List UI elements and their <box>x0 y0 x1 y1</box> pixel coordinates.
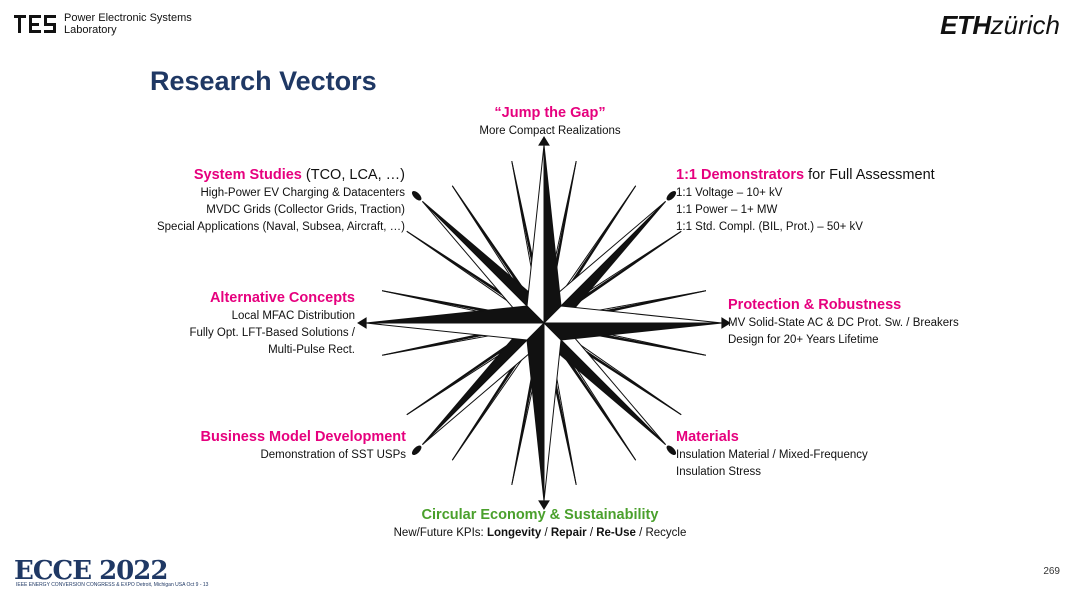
vector-northwest-heading: System Studies <box>193 167 302 183</box>
kpi-separator: / <box>635 527 646 539</box>
vector-northwest-heading-suffix: (TCO, LCA, …) <box>301 167 405 183</box>
rose-cardinal-spoke <box>543 144 562 325</box>
vector-south-heading: Circular Economy & Sustainability <box>421 507 659 523</box>
rose-cardinal-spoke <box>365 322 546 341</box>
lab-name-line2: Laboratory <box>64 24 117 36</box>
vector-northeast: 1:1 Demonstrators for Full Assessment 1:… <box>676 166 976 236</box>
vector-west: Alternative Concepts Local MFAC Distribu… <box>120 289 355 359</box>
vector-east: Protection & Robustness MV Solid-State A… <box>728 296 1028 349</box>
kpi-separator: / <box>586 527 597 539</box>
vector-north-line: More Compact Realizations <box>479 125 621 137</box>
vector-southwest-heading: Business Model Development <box>200 429 406 445</box>
kpi-reuse: Re-Use <box>596 527 636 539</box>
eth-logo: ETHzürich <box>940 10 1060 41</box>
rose-cardinal-spoke <box>365 305 546 324</box>
rose-cardinal-spoke <box>542 322 723 341</box>
kpi-separator: / <box>541 527 551 539</box>
rose-diagonal-spoke <box>543 321 666 445</box>
conference-subtitle: IEEE ENERGY CONVERSION CONGRESS & EXPO D… <box>16 582 209 588</box>
vector-west-heading: Alternative Concepts <box>209 290 355 306</box>
vector-northeast-line: 1:1 Std. Compl. (BIL, Prot.) – 50+ kV <box>676 221 863 233</box>
rose-cardinal-tip <box>357 317 367 329</box>
rose-cardinal-spoke <box>543 321 562 502</box>
vector-southeast-line: Insulation Stress <box>676 466 762 478</box>
vector-east-heading: Protection & Robustness <box>728 297 902 313</box>
page-title: Research Vectors <box>150 66 377 96</box>
kpi-recycle: Recycle <box>645 527 687 539</box>
rose-cardinal-spoke <box>526 321 545 502</box>
vector-northwest: System Studies (TCO, LCA, …) High-Power … <box>100 166 405 236</box>
rose-cardinal-tip <box>538 500 550 510</box>
rose-diagonal-spoke <box>422 201 545 325</box>
vector-northeast-heading: 1:1 Demonstrators <box>676 167 805 183</box>
vector-northeast-line: 1:1 Power – 1+ MW <box>676 204 778 216</box>
kpi-prefix: New/Future KPIs: <box>393 527 487 539</box>
vector-northwest-line: MVDC Grids (Collector Grids, Traction) <box>206 204 405 216</box>
page-number: 269 <box>1043 566 1060 577</box>
conference-logo: ECCE 2022 <box>14 556 184 586</box>
rose-spoke-tip <box>411 190 422 201</box>
vector-north: “Jump the Gap” More Compact Realizations <box>440 104 660 140</box>
eth-logo-rest: zürich <box>990 10 1060 40</box>
vector-southwest: Business Model Development Demonstration… <box>120 428 406 464</box>
vector-northeast-line: 1:1 Voltage – 10+ kV <box>676 187 783 199</box>
vector-west-line: Multi-Pulse Rect. <box>268 344 355 356</box>
rose-spoke-tip <box>666 445 677 456</box>
rose-cardinal-tip <box>721 317 731 329</box>
rose-spoke-tip <box>411 445 422 456</box>
vector-southeast-line: Insulation Material / Mixed-Frequency <box>676 449 868 461</box>
vector-east-line: MV Solid-State AC & DC Prot. Sw. / Break… <box>728 317 959 329</box>
lab-name-line1: Power Electronic Systems <box>64 12 192 24</box>
rose-spoke-tip <box>666 190 677 201</box>
vector-northwest-line: Special Applications (Naval, Subsea, Air… <box>156 221 405 233</box>
vector-north-heading: “Jump the Gap” <box>494 105 606 121</box>
pes-logo-icon <box>14 15 56 33</box>
kpi-longevity: Longevity <box>486 527 542 539</box>
vector-west-line: Fully Opt. LFT-Based Solutions / <box>189 327 355 339</box>
vector-east-line: Design for 20+ Years Lifetime <box>728 334 879 346</box>
lab-name: Power Electronic Systems Laboratory <box>64 12 192 36</box>
vector-northwest-line: High-Power EV Charging & Datacenters <box>200 187 405 199</box>
vector-south: Circular Economy & Sustainability New/Fu… <box>340 506 740 542</box>
rose-cardinal-spoke <box>526 144 545 325</box>
rose-cardinal-spoke <box>542 305 723 324</box>
rose-diagonal-spoke <box>542 201 666 324</box>
rose-cardinal-tip <box>538 136 550 146</box>
vector-northeast-heading-suffix: for Full Assessment <box>804 167 935 183</box>
vector-southwest-line: Demonstration of SST USPs <box>260 449 406 461</box>
kpi-repair: Repair <box>550 527 587 539</box>
conference-logo-text: ECCE 2022 <box>14 556 168 586</box>
vector-west-line: Local MFAC Distribution <box>231 310 355 322</box>
vector-southeast: Materials Insulation Material / Mixed-Fr… <box>676 428 976 481</box>
vector-south-kpis: New/Future KPIs: Longevity / Repair / Re… <box>340 525 740 542</box>
rose-diagonal-spoke <box>422 322 546 445</box>
eth-logo-bold: ETH <box>940 10 991 40</box>
vector-southeast-heading: Materials <box>676 429 739 445</box>
